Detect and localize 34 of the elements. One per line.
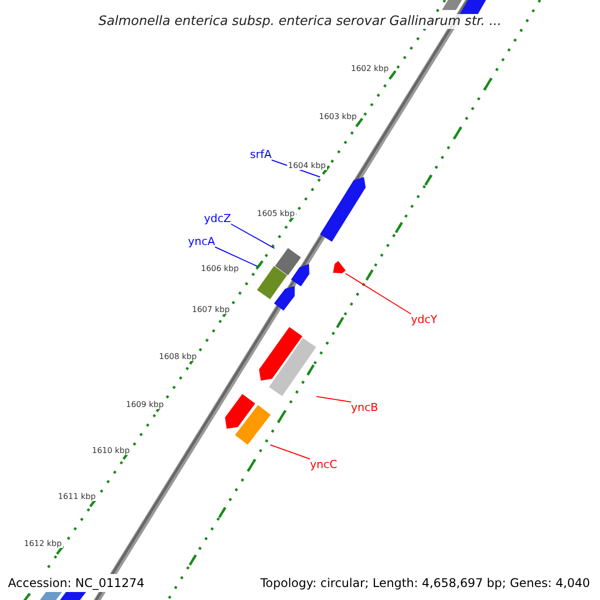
title: Salmonella enterica subsp. enterica serovar Gallinarum str. ... [98, 14, 502, 29]
position-label: 1611 kbp [57, 493, 97, 501]
gene-block [225, 394, 256, 429]
gene-block [274, 248, 300, 276]
gene-block [291, 264, 310, 286]
gene-label: ydcZ [204, 213, 232, 224]
position-label: 1602 kbp [350, 65, 390, 73]
leader-line [214, 246, 258, 267]
gene-label: yncA [188, 236, 216, 247]
gene-label: srfA [250, 149, 272, 160]
leader-line [345, 273, 412, 314]
leader-line [270, 444, 310, 460]
leader-line [230, 224, 275, 249]
gene-block [259, 327, 302, 381]
position-label: 1606 kbp [200, 265, 240, 273]
position-label: 1604 kbp [287, 162, 327, 170]
gene-block [333, 261, 346, 274]
position-label: 1607 kbp [191, 306, 231, 314]
position-label: 1603 kbp [318, 113, 358, 121]
gene-label: yncB [351, 402, 378, 413]
position-label: 1610 kbp [91, 447, 131, 455]
gene-block [257, 266, 288, 300]
gene-label: ydcY [411, 314, 438, 325]
gene-block [234, 405, 270, 445]
gene-block [269, 338, 317, 397]
gene-label: yncC [310, 459, 338, 470]
gene-block [320, 177, 366, 242]
position-label: 1612 kbp [23, 540, 63, 548]
position-label: 1605 kbp [256, 210, 296, 218]
leader-line [316, 396, 352, 402]
accession-label: Accession: NC_011274 [8, 574, 144, 592]
gene-block [274, 286, 295, 311]
position-label: 1609 kbp [125, 401, 165, 409]
position-label: 1608 kbp [158, 353, 198, 361]
